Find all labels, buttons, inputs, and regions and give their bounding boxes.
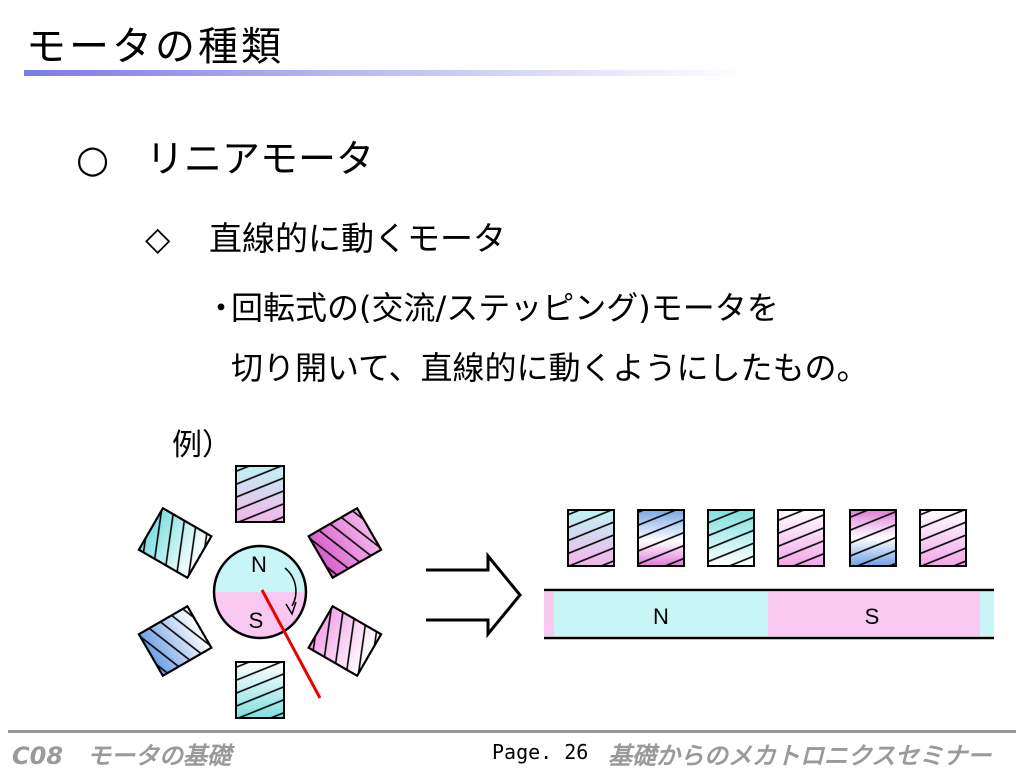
cut-line <box>260 589 322 699</box>
stator-pole-upper-left <box>137 506 213 580</box>
footer-page-number: Page. 26 <box>492 740 589 764</box>
bullet-level3: ・回転式の(交流/ステッピング)モータを <box>205 283 779 329</box>
footer-seminar-title: 基礎からのメカトロニクスセミナー <box>608 742 992 770</box>
circle-bullet-icon: ○ <box>76 137 110 181</box>
bullet-level3-line2: 切り開いて、直線的に動くようにしたもの。 <box>231 349 869 387</box>
bullet-level3-line1: 回転式の(交流/ステッピング)モータを <box>231 289 779 327</box>
footer-course: C08 モータの基礎 <box>12 742 232 770</box>
linear-coil-1 <box>567 509 615 567</box>
rotor-north-label: N <box>251 552 267 577</box>
linear-south-label: S <box>865 604 880 629</box>
bullet-level2-text: 直線的に動くモータ <box>209 219 506 258</box>
example-label: 例） <box>172 428 232 463</box>
bullet-level2: ◇ 直線的に動くモータ <box>145 212 506 260</box>
rotary-stator-poles <box>137 465 383 719</box>
footer-divider <box>8 730 1016 733</box>
rotor: N S <box>212 544 308 640</box>
transform-arrow-icon <box>424 551 522 639</box>
linear-coil-4 <box>777 509 825 567</box>
linear-north-label: N <box>653 604 669 629</box>
rotor-south-label: S <box>249 608 264 633</box>
linear-magnet-track: N S <box>544 588 994 640</box>
linear-coil-5 <box>849 509 897 567</box>
title-underline <box>24 70 744 76</box>
stator-pole-lower-left <box>137 604 213 678</box>
stator-pole-upper-right <box>307 506 383 580</box>
diamond-bullet-icon: ◇ <box>145 219 171 258</box>
rotation-arrowhead-icon <box>285 601 297 616</box>
linear-coil-2 <box>637 509 685 567</box>
slide-title: モータの種類 <box>26 24 284 70</box>
stator-pole-top <box>235 465 285 523</box>
bullet-level1: ○ リニアモータ <box>76 128 374 183</box>
linear-coils <box>567 509 967 567</box>
bullet-level1-text: リニアモータ <box>146 137 375 181</box>
stator-pole-bottom <box>235 661 285 719</box>
rotation-arrow-icon <box>284 567 297 607</box>
linear-coil-3 <box>707 509 755 567</box>
stator-pole-lower-right <box>307 604 383 678</box>
linear-coil-6 <box>919 509 967 567</box>
